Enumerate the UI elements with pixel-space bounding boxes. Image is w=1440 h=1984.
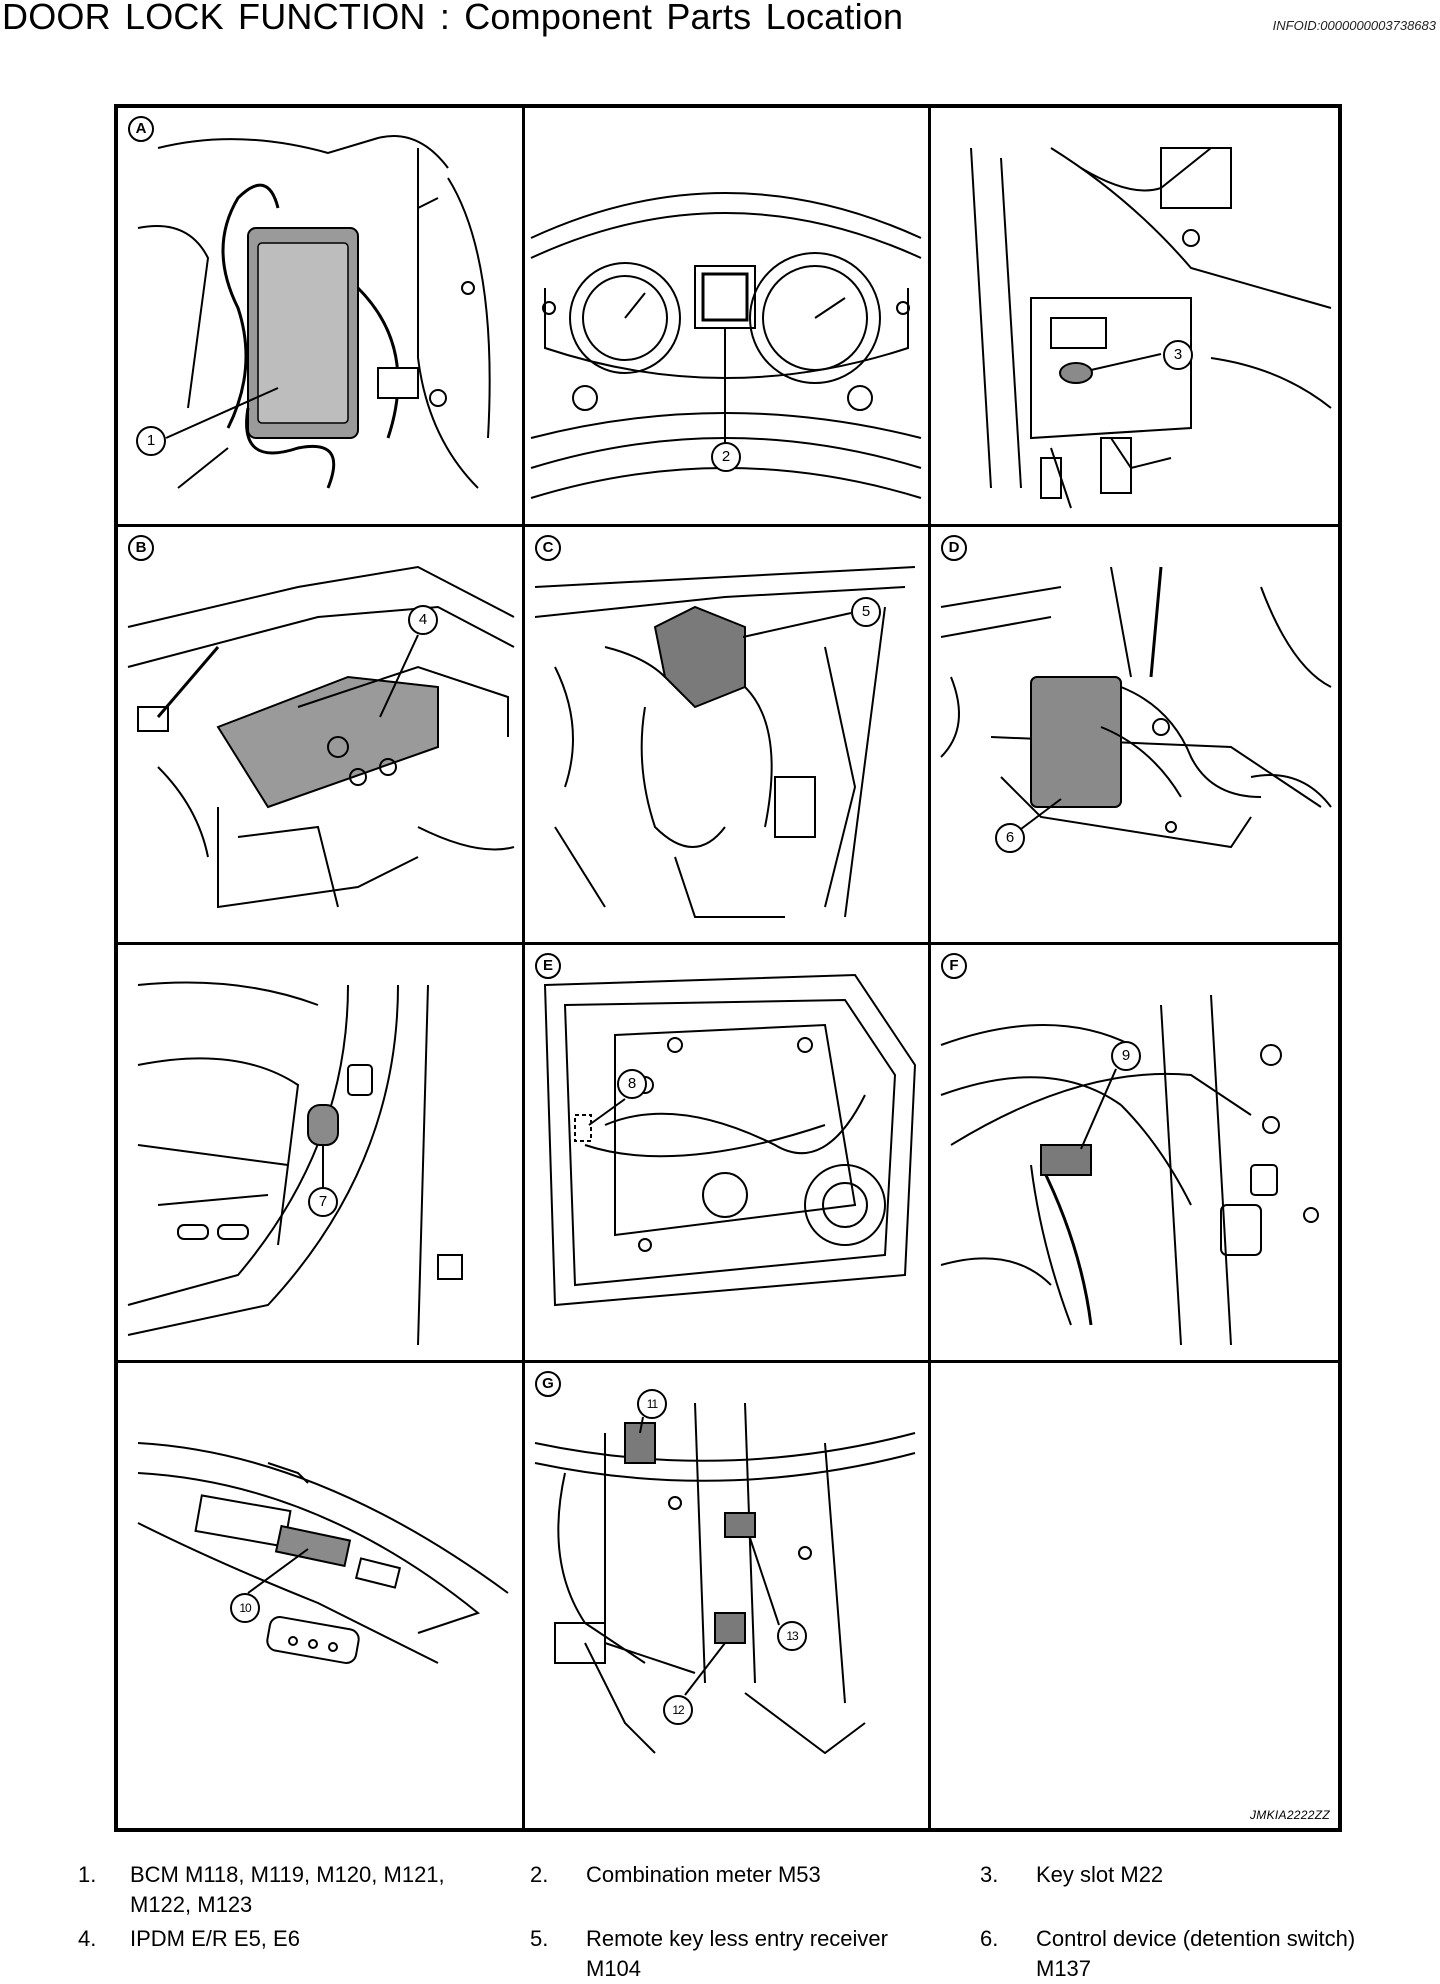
- view-label-d: D: [941, 535, 967, 561]
- legend-num: 4.: [78, 1926, 97, 1951]
- grid-hline-2: [118, 942, 1338, 945]
- callout-8: 8: [617, 1069, 647, 1099]
- legend-num: 5.: [530, 1926, 549, 1951]
- callout-13: 13: [777, 1621, 807, 1651]
- legend-num: 1.: [78, 1862, 97, 1887]
- receiver-illustration: [534, 566, 916, 918]
- panel-switch-10: 10: [118, 1363, 522, 1828]
- grid-vline-1: [522, 108, 525, 1828]
- panel-view-f-rear-door: F 9: [931, 945, 1338, 1360]
- legend-num: 3.: [980, 1862, 999, 1887]
- legend-text: Control device (detention switch) M137: [1036, 1926, 1356, 1981]
- callout-12: 12: [663, 1695, 693, 1725]
- callout-4: 4: [408, 605, 438, 635]
- legend-text: IPDM E/R E5, E6: [130, 1926, 300, 1951]
- panel-view-c-receiver: C 5: [525, 527, 928, 942]
- callout-2: 2: [711, 442, 741, 472]
- legend-num: 2.: [530, 1862, 549, 1887]
- view-label-f: F: [941, 953, 967, 979]
- callout-11-13-leaders: [639, 1416, 780, 1696]
- legend-num: 6.: [980, 1926, 999, 1951]
- callout-9: 9: [1111, 1041, 1141, 1071]
- legend-text: BCM M118, M119, M120, M121, M122, M123: [130, 1862, 445, 1917]
- panel-view-e-front-door: E 8: [525, 945, 928, 1360]
- rear-door-illustration: [940, 994, 1319, 1346]
- figure-code: JMKIA2222ZZ: [1250, 1808, 1330, 1822]
- view-label-e: E: [535, 953, 561, 979]
- info-id: INFOID:0000000003738683: [1272, 18, 1436, 33]
- key-slot-illustration: [970, 147, 1332, 509]
- panel-view-g-rear-door-inner: G 11 12 13: [525, 1363, 928, 1828]
- panel-view-a-bcm: A 1: [118, 108, 522, 524]
- component-location-figure: A 1 2: [114, 104, 1342, 1832]
- panel-empty: [931, 1363, 1338, 1828]
- callout-3-leader: [1090, 353, 1162, 371]
- callout-6-leader: [1020, 798, 1062, 830]
- legend-text: Combination meter M53: [586, 1862, 821, 1887]
- callout-4-leader: [379, 634, 419, 718]
- view-label-c: C: [535, 535, 561, 561]
- trunk-lid-illustration: [137, 1442, 509, 1664]
- panel-view-b-ipdm: B 4: [118, 527, 522, 942]
- callout-1: 1: [136, 426, 166, 456]
- callout-8-leader: [588, 1098, 626, 1126]
- control-device-illustration: [940, 566, 1332, 849]
- callout-3: 3: [1163, 340, 1193, 370]
- bcm-illustration: [137, 135, 491, 489]
- callout-7: 7: [308, 1187, 338, 1217]
- panel-switch-7: 7: [118, 945, 522, 1360]
- callout-11: 11: [637, 1389, 667, 1419]
- grid-vline-2: [928, 108, 931, 1828]
- legend-text: Key slot M22: [1036, 1862, 1164, 1887]
- view-label-a: A: [128, 116, 154, 142]
- callout-10: 10: [230, 1593, 260, 1623]
- grid-hline-1: [118, 524, 1338, 527]
- legend-text: Remote key less entry receiver M104: [586, 1926, 888, 1981]
- page-title: DOOR LOCK FUNCTION : Component Parts Loc…: [2, 0, 904, 37]
- page-header: DOOR LOCK FUNCTION : Component Parts Loc…: [0, 0, 1440, 60]
- panel-view-d-control-device: D 6: [931, 527, 1338, 942]
- callout-9-leader: [1080, 1068, 1117, 1150]
- callout-7-leader: [322, 1145, 324, 1187]
- panel-combination-meter: 2: [525, 108, 928, 524]
- door-pillar-illustration: [127, 981, 463, 1346]
- grid-hline-3: [118, 1360, 1338, 1363]
- panel-key-slot: 3: [931, 108, 1338, 524]
- rear-door-inner-illustration: [534, 1402, 916, 1755]
- view-label-g: G: [535, 1371, 561, 1397]
- front-door-illustration: [543, 973, 917, 1307]
- callout-10-leader: [247, 1548, 309, 1594]
- callout-6: 6: [995, 823, 1025, 853]
- view-label-b: B: [128, 535, 154, 561]
- callout-1-leader: [165, 387, 279, 439]
- callout-5: 5: [851, 597, 881, 627]
- callout-5-leader: [742, 612, 852, 638]
